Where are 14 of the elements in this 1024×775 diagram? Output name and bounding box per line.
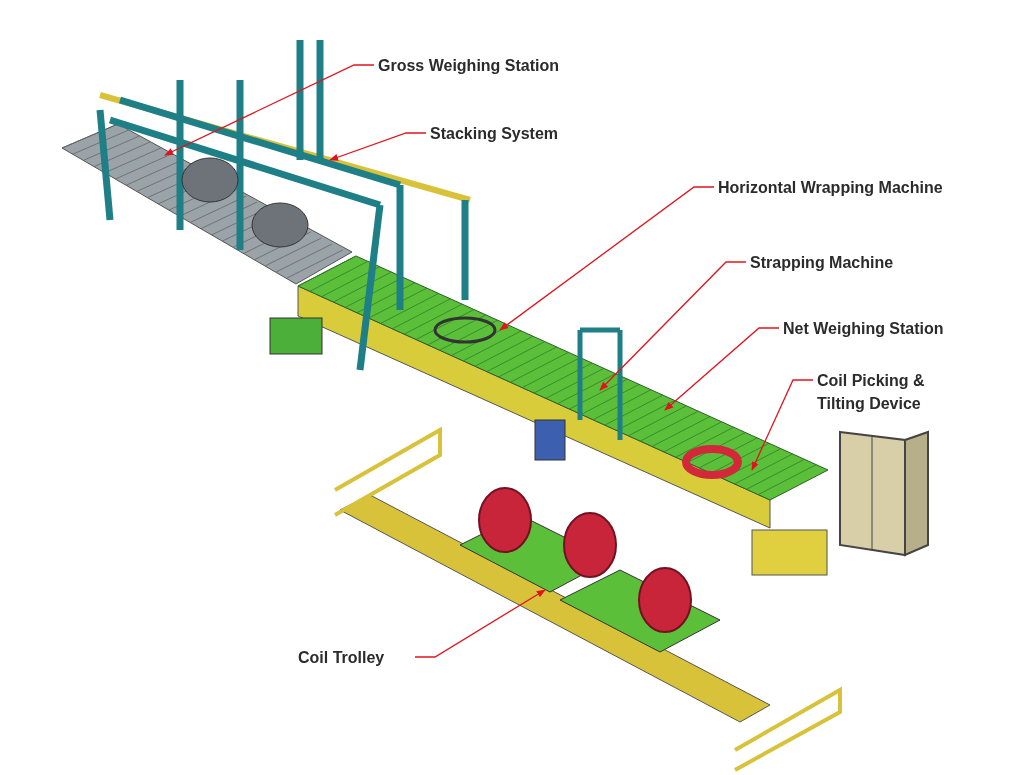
leader-line bbox=[599, 261, 747, 391]
part-label: Strapping Machine bbox=[750, 251, 894, 274]
part-label: Net Weighing Station bbox=[783, 317, 944, 340]
part-label: Coil Trolley bbox=[298, 646, 385, 669]
leader-line bbox=[329, 132, 427, 161]
part-label: Gross Weighing Station bbox=[378, 54, 560, 77]
part-label: Coil Picking & Tilting Device bbox=[817, 369, 957, 415]
part-label: Stacking System bbox=[430, 122, 559, 145]
leader-line bbox=[164, 64, 375, 156]
leader-line bbox=[414, 589, 546, 658]
leader-line bbox=[664, 327, 780, 411]
part-label: Horizontal Wrapping Machine bbox=[718, 176, 943, 199]
leader-line bbox=[751, 379, 814, 471]
leader-line bbox=[499, 186, 715, 331]
